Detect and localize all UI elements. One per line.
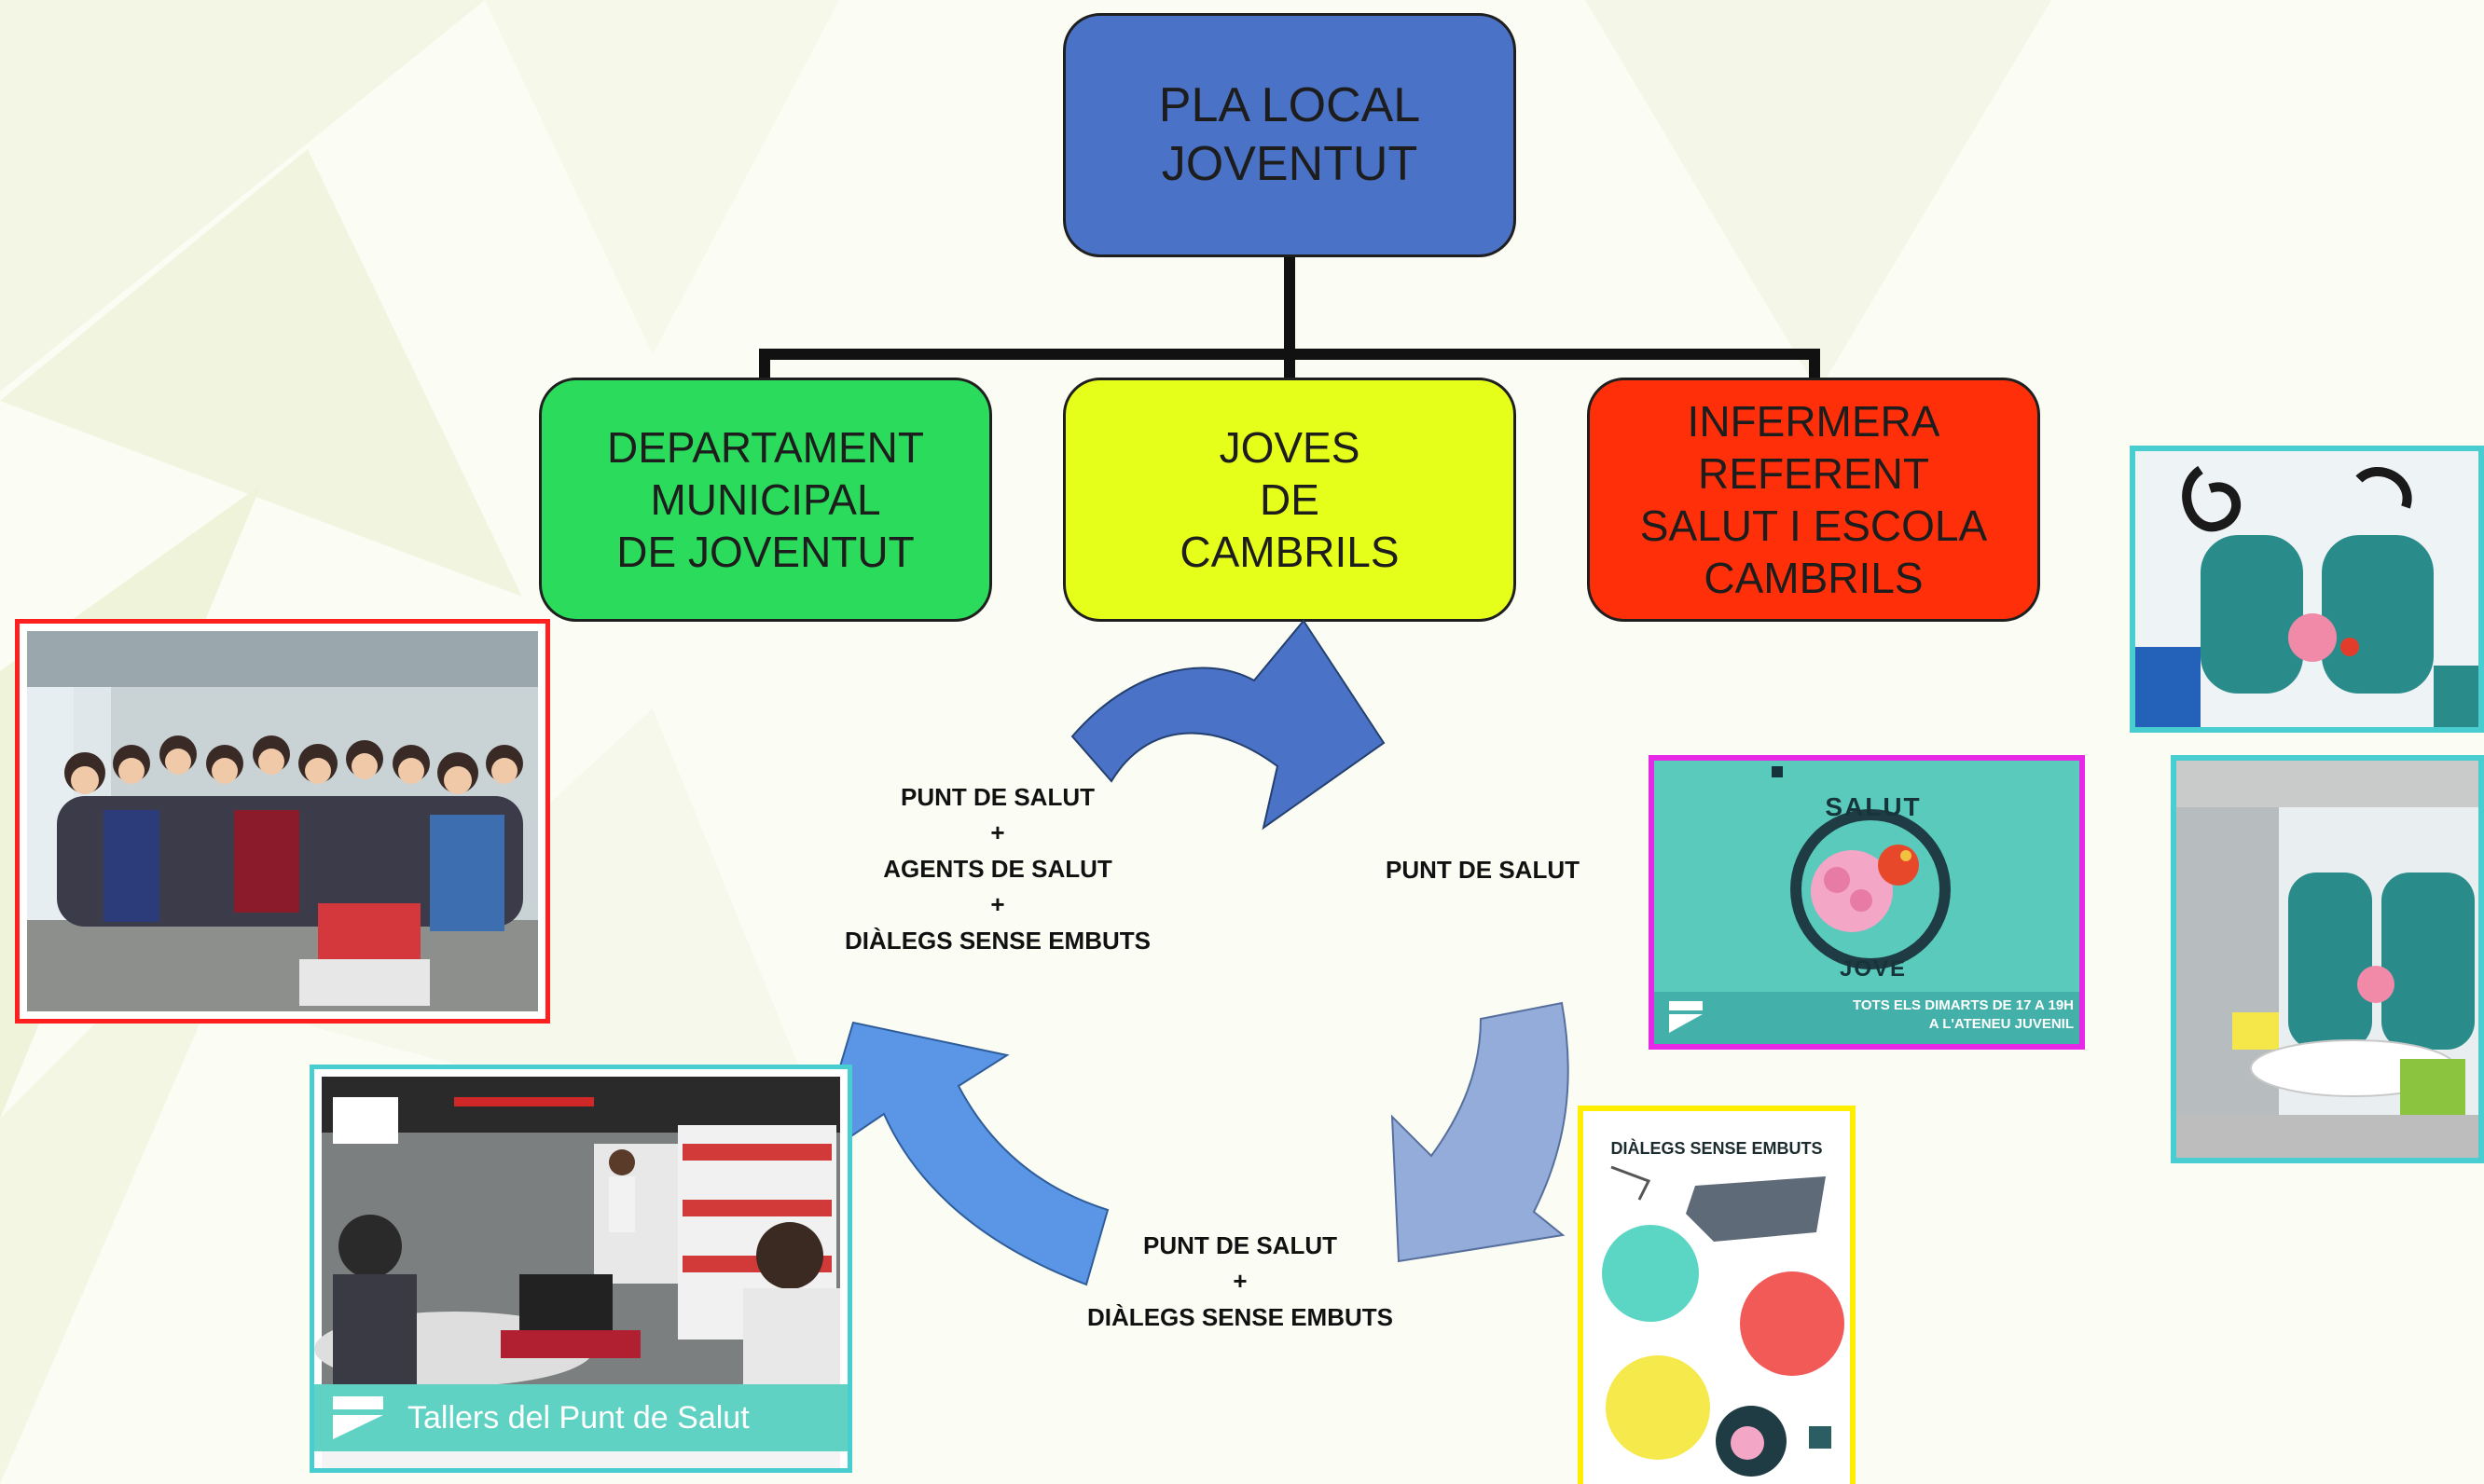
workshop-caption: Tallers del Punt de Salut: [407, 1399, 750, 1436]
top-node-line: PLA LOCAL: [1158, 77, 1421, 132]
node-joves-de-cambrils: JOVES DE CAMBRILS: [1063, 378, 1516, 622]
cycle-arrow-top: [1070, 619, 1386, 831]
cycle-label-line: +: [990, 818, 1005, 847]
dialegs-poster: DIÀLEGS SENSE EMBUTS: [1578, 1106, 1856, 1484]
cycle-label-line: PUNT DE SALUT: [1143, 1231, 1337, 1259]
node-infermera-referent: INFERMERA REFERENT SALUT I ESCOLA CAMBRI…: [1587, 378, 2040, 622]
mural-photo-bottom-image: [2176, 761, 2478, 1158]
mural-photo-top: [2130, 446, 2484, 733]
cycle-label-right: PUNT DE SALUT: [1343, 852, 1622, 887]
mural-photo-bottom: [2171, 755, 2484, 1163]
node-line: MUNICIPAL: [650, 474, 881, 524]
poster-salut-title: SALUT: [1825, 792, 1922, 821]
salut-jove-poster: SALUT JOVE TOTS ELS DIMARTS DE 17 A 19H …: [1649, 755, 2085, 1050]
cycle-label-line: AGENTS DE SALUT: [883, 854, 1112, 883]
cycle-label-line: DIÀLEGS SENSE EMBUTS: [845, 926, 1151, 955]
node-line: REFERENT: [1698, 448, 1929, 498]
workshop-photo: Tallers del Punt de Salut: [310, 1065, 852, 1473]
node-line: CAMBRILS: [1704, 554, 1924, 603]
workshop-photo-image: [314, 1077, 840, 1468]
cycle-label-line: +: [990, 890, 1005, 919]
cycle-label-line: PUNT DE SALUT: [901, 783, 1095, 811]
poster-footer-line: A L'ATENEU JUVENIL: [1928, 1016, 2074, 1032]
cycle-arrow-right: [1390, 1001, 1569, 1263]
joventut-logo-icon: [333, 1396, 383, 1439]
top-node-line: JOVENTUT: [1161, 137, 1418, 191]
node-line: JOVES: [1219, 422, 1360, 472]
group-photo-image: [27, 631, 538, 1011]
cycle-label-line: DIÀLEGS SENSE EMBUTS: [1087, 1302, 1393, 1331]
dialegs-poster-graphic: [1602, 1165, 1844, 1477]
salut-jove-graphic: [1654, 761, 2079, 1044]
dialegs-poster-title: DIÀLEGS SENSE EMBUTS: [1610, 1139, 1823, 1158]
node-line: DEPARTAMENT: [607, 422, 924, 472]
node-line: SALUT I ESCOLA: [1639, 502, 1988, 550]
cycle-label-line: +: [1233, 1267, 1248, 1296]
cycle-label-line: PUNT DE SALUT: [1386, 856, 1580, 884]
node-line: DE JOVENTUT: [616, 528, 915, 577]
cycle-label-left: PUNT DE SALUT + AGENTS DE SALUT + DIÀLEG…: [811, 779, 1184, 958]
node-line: CAMBRILS: [1180, 528, 1400, 577]
top-node-pla-local-joventut: PLA LOCAL JOVENTUT: [1063, 13, 1516, 257]
poster-jove-title: JOVE: [1839, 956, 1908, 982]
workshop-caption-bar: Tallers del Punt de Salut: [314, 1384, 848, 1451]
cycle-arrow-left: [809, 1021, 1110, 1286]
poster-footer-line: TOTS ELS DIMARTS DE 17 A 19H: [1853, 997, 2074, 1013]
node-line: DE: [1260, 474, 1319, 524]
node-departament-municipal: DEPARTAMENT MUNICIPAL DE JOVENTUT: [539, 378, 992, 622]
group-photo: [15, 619, 550, 1024]
node-line: INFERMERA: [1687, 396, 1940, 446]
cycle-label-bottom: PUNT DE SALUT + DIÀLEGS SENSE EMBUTS: [1054, 1228, 1427, 1335]
mural-photo-top-image: [2135, 451, 2478, 727]
